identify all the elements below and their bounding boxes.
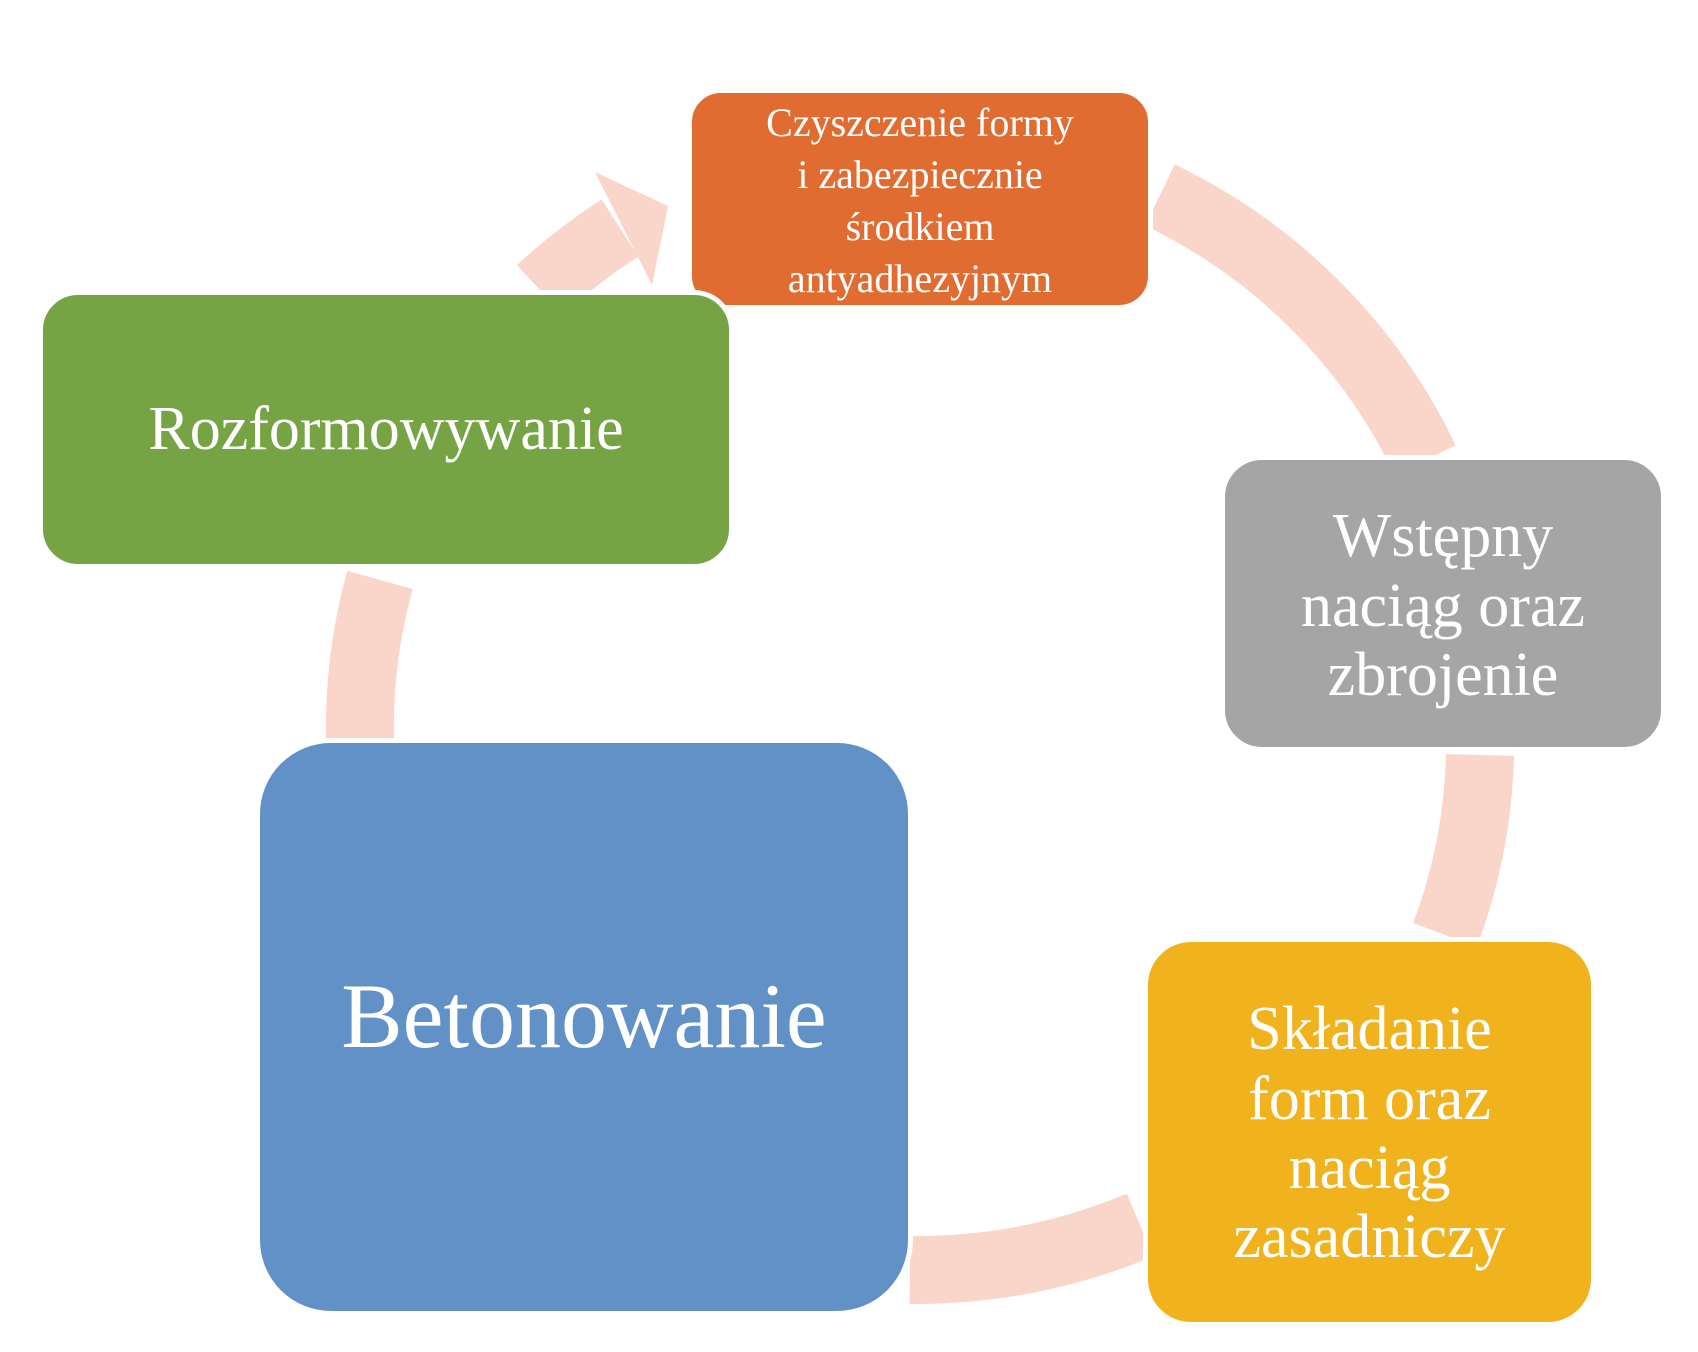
step-4-line-1: Betonowanie [341,965,827,1068]
step-1-line-2: i zabezpiecznie [797,152,1043,197]
step-1-line-4: antyadhezyjnym [787,256,1053,301]
step-2-line-3: zbrojenie [1327,641,1559,710]
step-initial-tensioning: Wstępny naciąg oraz zbrojenie [1220,455,1666,752]
connector-arc-5-1 [516,199,639,316]
connector-arc-4-5 [325,570,413,741]
step-5-line-1: Rozformowywanie [148,394,624,463]
connector-arc-2-3 [1413,753,1514,947]
step-concreting: Betonowanie [255,738,913,1316]
cycle-arrowhead [595,172,668,285]
step-3-line-4: zasadniczy [1233,1203,1506,1272]
connector-arc-1-2 [1145,164,1456,475]
step-3-line-2: form oraz [1248,1064,1491,1133]
step-1-line-1: Czyszczenie formy [766,100,1074,145]
step-1-line-3: środkiem [845,204,995,249]
step-2-line-2: naciąg oraz [1301,571,1585,640]
connector-arc-3-4 [909,1193,1154,1305]
step-cleaning-form: Czyszczenie formy i zabezpiecznie środki… [687,88,1153,310]
step-3-line-3: naciąg [1288,1134,1451,1202]
step-demoulding: Rozformowywanie [38,290,734,569]
step-assembly-tensioning: Składanie form oraz naciąg zasadniczy [1143,937,1596,1327]
step-2-line-1: Wstępny [1332,502,1554,571]
step-3-line-1: Składanie [1247,995,1492,1064]
